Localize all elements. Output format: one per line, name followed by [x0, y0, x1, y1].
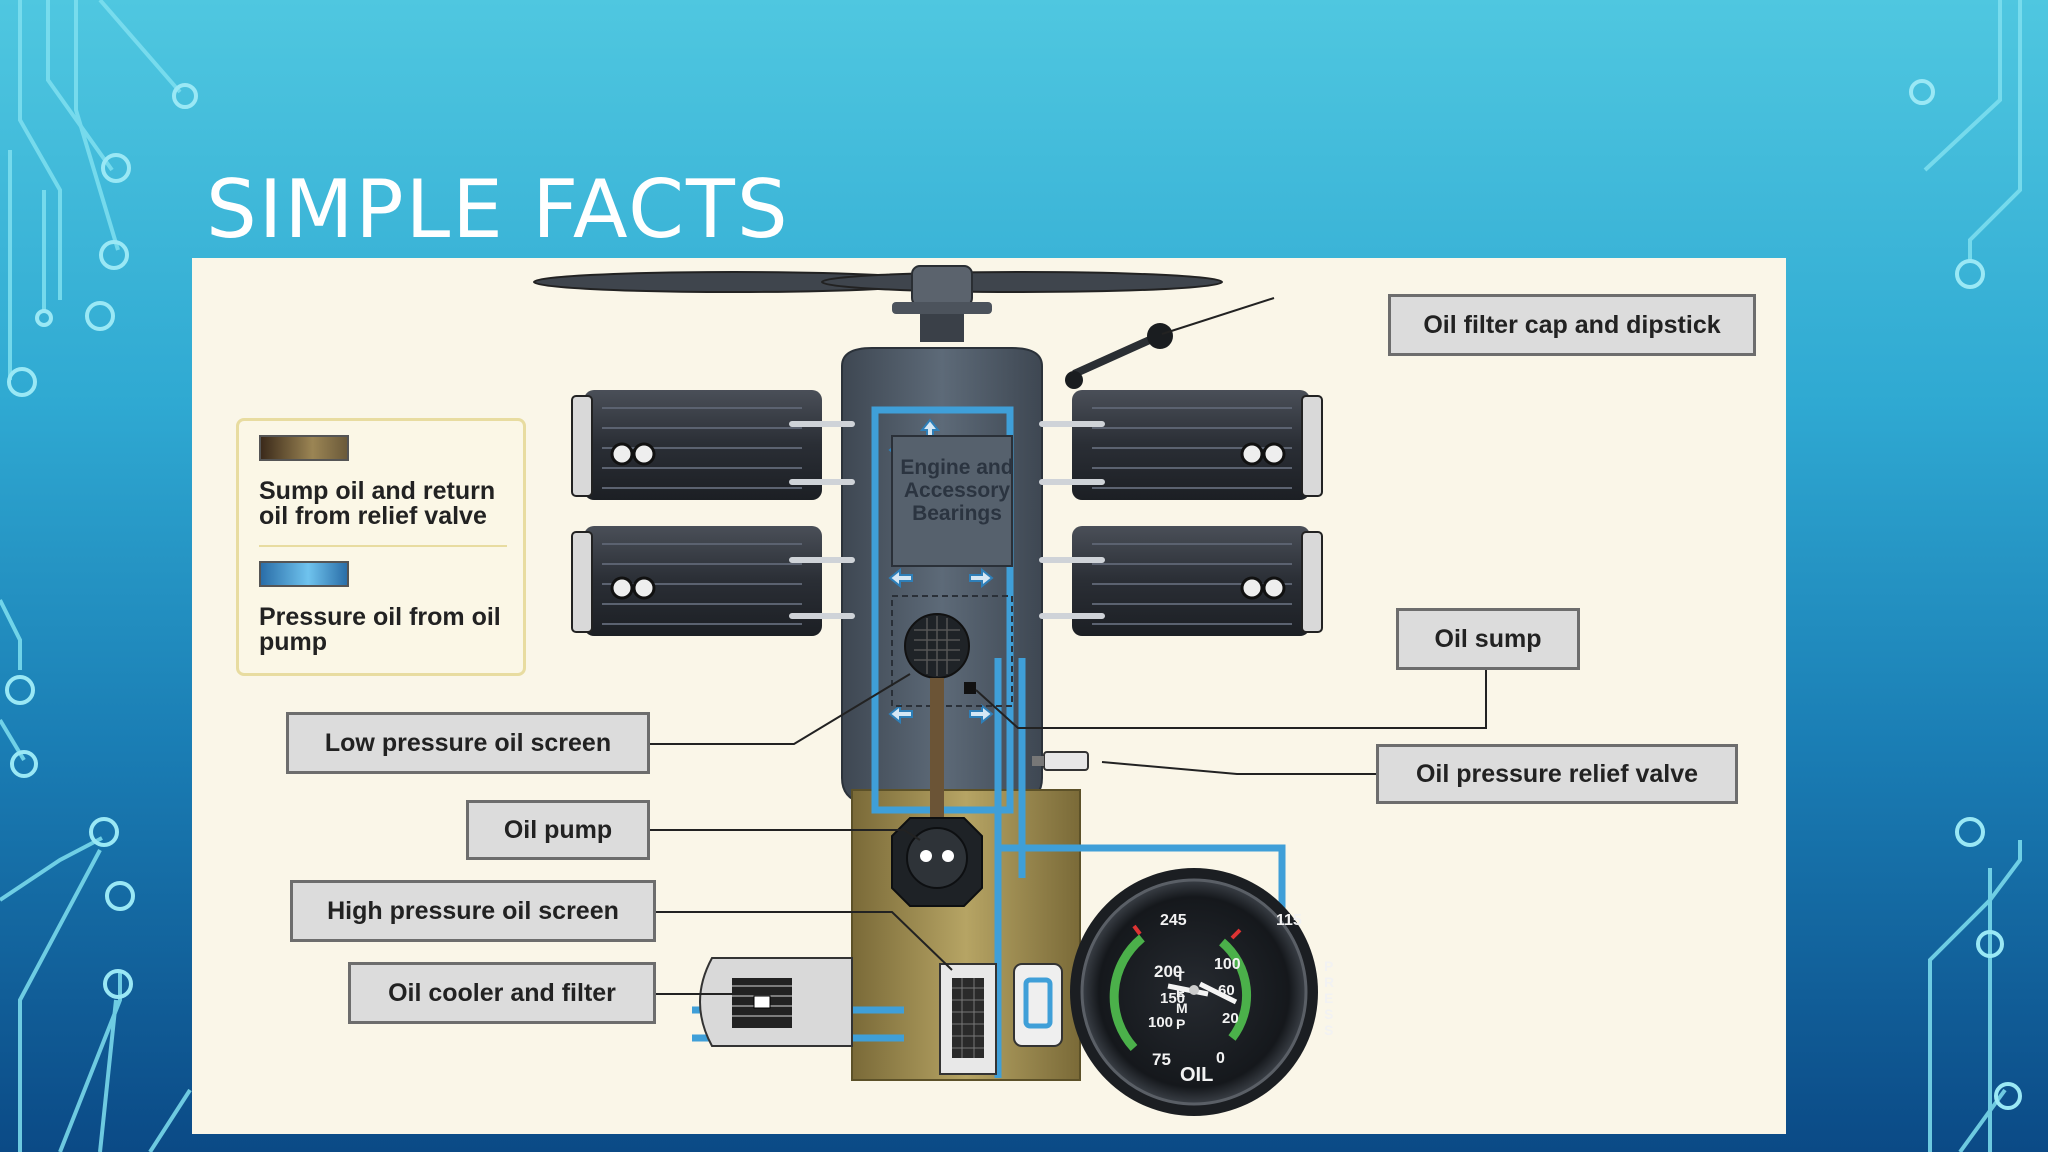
legend-swatch-pressure-oil [259, 561, 349, 587]
engine-bearings-label: Engine and Accessory Bearings [900, 456, 1014, 525]
oil-pump-part [891, 817, 983, 907]
oil-system-diagram: Sump oil and return oil from relief valv… [192, 258, 1786, 1134]
gauge-temp-label: TEMP [1176, 968, 1188, 1032]
legend-divider [259, 545, 507, 547]
legend: Sump oil and return oil from relief valv… [236, 418, 526, 676]
callout-high-pressure-oil-screen: High pressure oil screen [290, 880, 656, 942]
callout-low-pressure-oil-screen: Low pressure oil screen [286, 712, 650, 774]
gauge-temp-100: 100 [1148, 1014, 1174, 1031]
callout-oil-pressure-relief-valve: Oil pressure relief valve [1376, 744, 1738, 804]
leader-lines [649, 297, 1487, 995]
cylinders [571, 390, 1323, 636]
bearings-box [891, 435, 1013, 567]
callout-oil-pump: Oil pump [466, 800, 650, 860]
gauge-press-60: 60 [1218, 982, 1235, 999]
legend-label-pressure-oil: Pressure oil from oil pump [259, 603, 501, 656]
gauge-temp-245: 245 [1160, 912, 1187, 929]
oil-gauge [1070, 868, 1318, 1116]
callout-oil-cooler-and-filter: Oil cooler and filter [348, 962, 656, 1024]
diagram-artwork [533, 265, 1487, 1116]
gauge-press-20: 20 [1222, 1010, 1239, 1027]
slide-title: SIMPLE FACTS [206, 163, 790, 256]
gauge-press-0: 0 [1216, 1050, 1225, 1067]
gauge-oil-label: OIL [1180, 1064, 1214, 1086]
gauge-temp-200: 200 [1154, 962, 1183, 981]
gauge-press-115: 115 [1276, 912, 1302, 929]
callout-oil-sump: Oil sump [1396, 608, 1580, 670]
gauge-press-100: 100 [1214, 956, 1241, 973]
oil-cooler-part [699, 957, 853, 1047]
callout-oil-filter-cap: Oil filter cap and dipstick [1388, 294, 1756, 356]
gauge-temp-75: 75 [1152, 1050, 1171, 1069]
gauge-press-label: PRESS [1324, 958, 1335, 1038]
gauge-temp-150: 150 [1160, 990, 1186, 1007]
legend-swatch-sump-oil [259, 435, 349, 461]
relief-valve-part [1043, 751, 1089, 771]
dipstick-knob [1147, 323, 1173, 349]
propeller [533, 265, 1223, 342]
legend-label-sump-oil: Sump oil and return oil from relief valv… [259, 477, 496, 530]
